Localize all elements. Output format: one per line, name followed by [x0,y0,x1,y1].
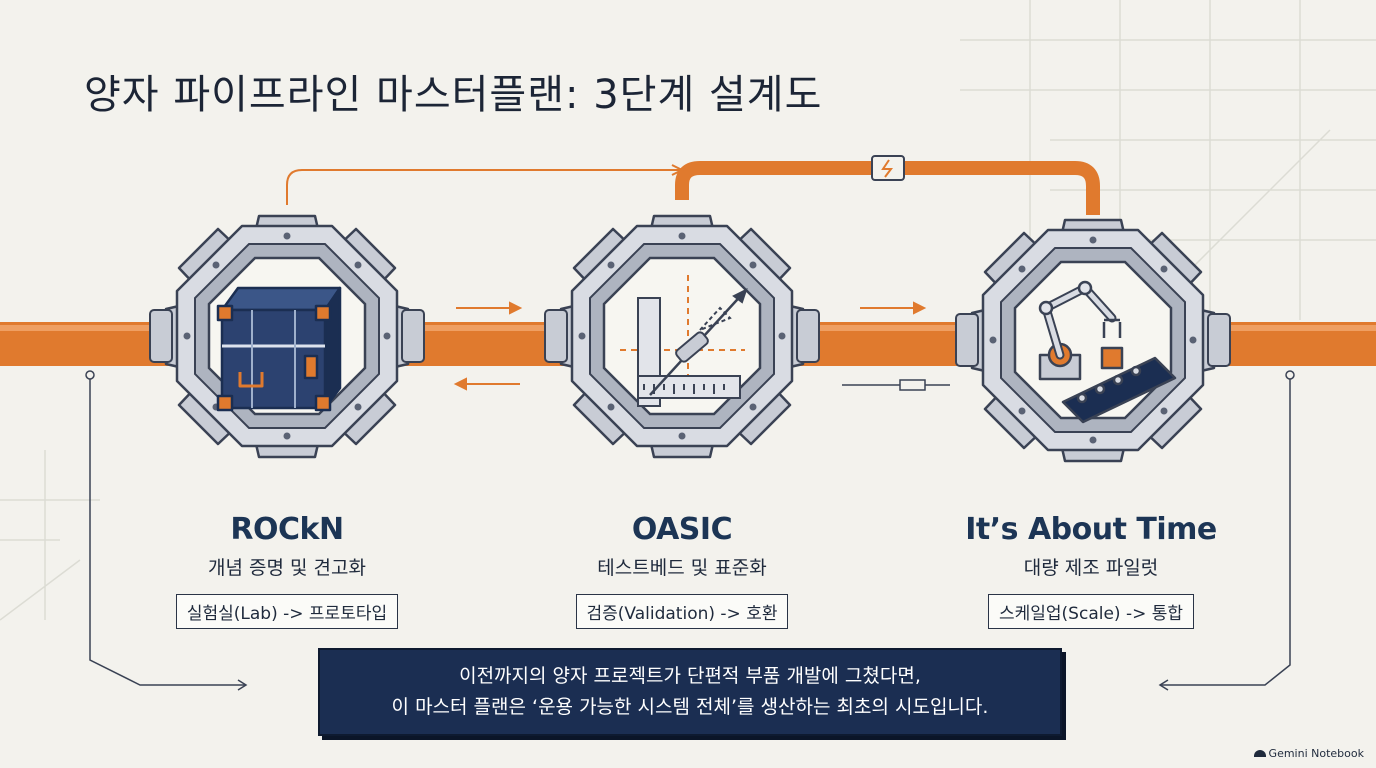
stage-3-card: It’s About Time 대량 제조 파일럿 스케일업(Scale) ->… [931,512,1251,629]
summary-note-line-2: 이 마스터 플랜은 ‘운용 가능한 시스템 전체’를 생산하는 최초의 시도입니… [391,696,989,718]
stage-3-name: It’s About Time [965,512,1217,547]
stage-3-tag: 스케일업(Scale) -> 통합 [987,594,1195,629]
stage-1-card: ROCkN 개념 증명 및 견고화 실험실(Lab) -> 프로토타입 [127,512,447,629]
circuit-lines [85,370,1295,691]
stage-1-subtitle: 개념 증명 및 견고화 [208,557,366,579]
brand-watermark: Gemini Notebook [1253,747,1364,760]
stage-2-tag: 검증(Validation) -> 호환 [575,594,789,629]
stage-2-name: OASIC [631,512,733,547]
stage-2-subtitle: 테스트베드 및 표준화 [597,557,767,579]
stage-2-card: OASIC 테스트베드 및 표준화 검증(Validation) -> 호환 [522,512,842,629]
stage-3-subtitle: 대량 제조 파일럿 [1023,557,1159,579]
stage-1-name: ROCkN [230,512,344,547]
summary-note: 이전까지의 양자 프로젝트가 단편적 부품 개발에 그쳤다면, 이 마스터 플랜… [318,648,1062,736]
ruggedized-case-icon [216,286,342,412]
page-title: 양자 파이프라인 마스터플랜: 3단계 설계도 [84,72,823,118]
gear-stage-3 [954,218,1232,463]
background-grid [0,0,1376,621]
brand-label: Gemini Notebook [1268,747,1364,760]
robotic-arm-conveyor-icon [1038,280,1177,424]
gear-stage-2 [543,214,821,459]
flow-arrows [453,301,927,391]
gemini-logo-icon [1253,750,1266,757]
stage-1-tag: 실험실(Lab) -> 프로토타입 [175,594,399,629]
summary-note-line-1: 이전까지의 양자 프로젝트가 단편적 부품 개발에 그쳤다면, [459,665,921,687]
measuring-tools-icon [620,275,748,407]
